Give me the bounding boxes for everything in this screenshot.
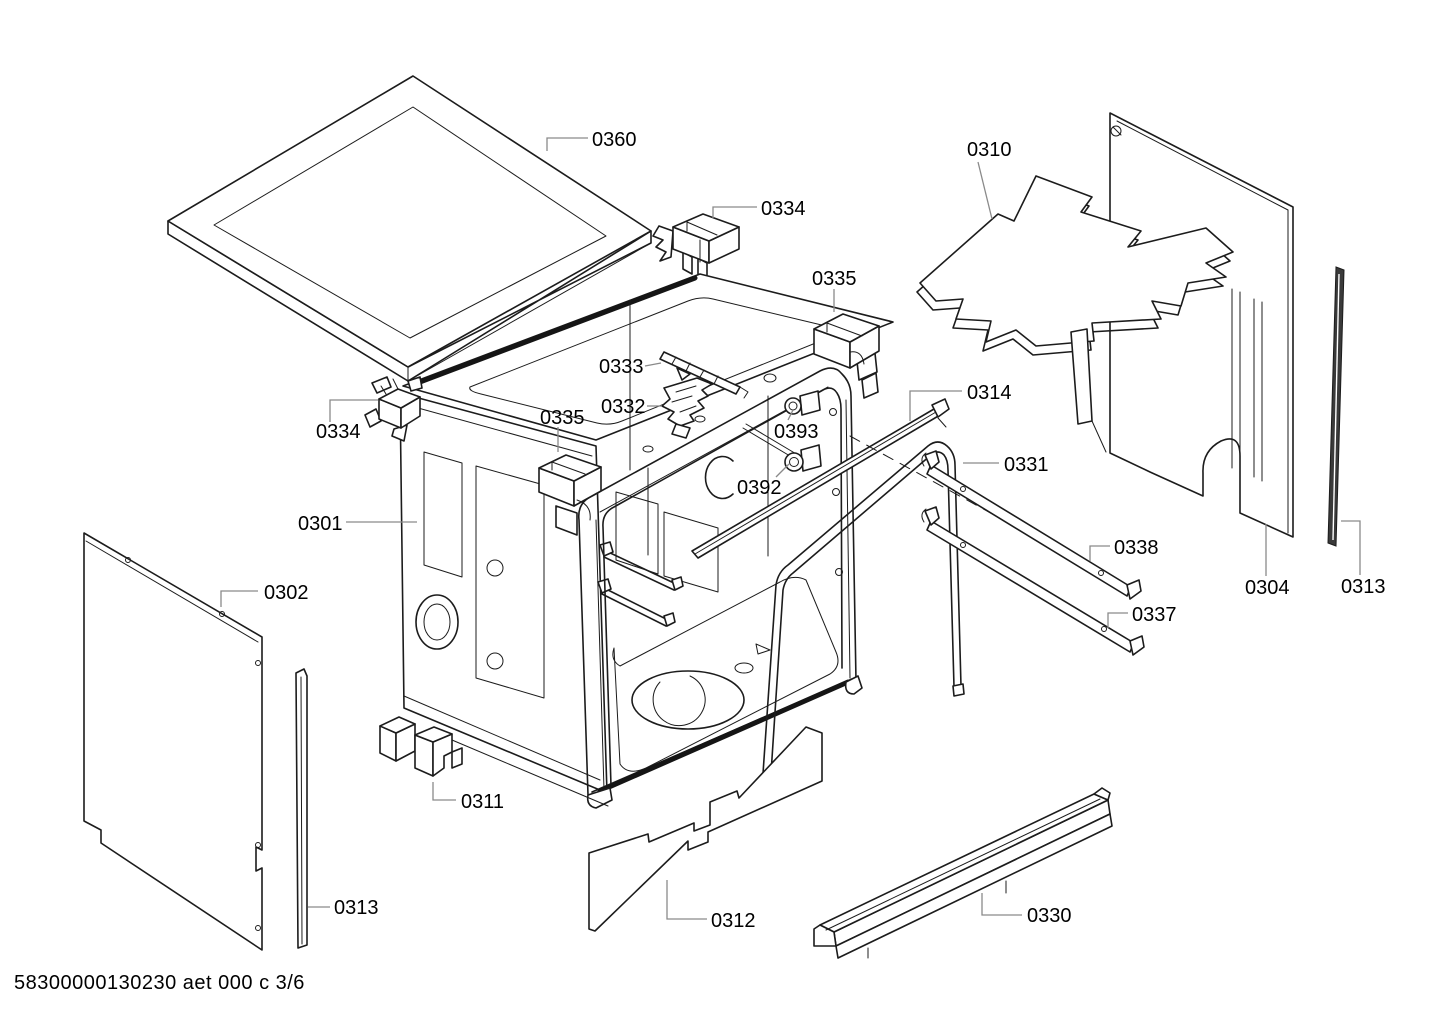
part-label-0313-left: 0313: [334, 897, 379, 919]
part-label-0333: 0333: [599, 356, 644, 378]
part-label-0393: 0393: [774, 421, 819, 443]
leader-line-0314: [909, 390, 962, 421]
part-0337-rack-rail: [921, 506, 1145, 656]
part-label-0337: 0337: [1132, 604, 1177, 626]
part-label-0330: 0330: [1027, 905, 1072, 927]
part-label-0335-right: 0335: [812, 268, 857, 290]
leader-line-0392: [775, 463, 790, 478]
part-label-0313-right: 0313: [1341, 576, 1386, 598]
part-label-0304: 0304: [1245, 577, 1290, 599]
leader-line-0302: [220, 590, 258, 607]
part-label-0392: 0392: [737, 477, 782, 499]
part-label-0332: 0332: [601, 396, 646, 418]
part-0360-worktop: [167, 75, 652, 382]
part-label-0310: 0310: [967, 139, 1012, 161]
part-label-0314: 0314: [967, 382, 1012, 404]
tub-interior: [597, 299, 839, 772]
part-label-0334-left: 0334: [316, 421, 361, 443]
leader-line-0334-left: [329, 399, 378, 422]
part-0330-base-channel: [813, 787, 1113, 959]
part-label-0301: 0301: [298, 513, 343, 535]
tub-door-frame: [577, 367, 863, 809]
part-0335-latch-right: [813, 313, 880, 399]
part-0333-fixing-strip: [659, 351, 749, 399]
part-0314-trim-bar: [691, 398, 950, 559]
part-0312-bottom-insulation: [588, 726, 823, 932]
leader-line-0313-right: [1341, 520, 1361, 575]
part-label-0331: 0331: [1004, 454, 1049, 476]
leader-line-0312: [666, 880, 707, 920]
part-0335-latch-left: [538, 454, 602, 536]
leader-line-0330: [981, 893, 1022, 916]
part-label-0338: 0338: [1114, 537, 1159, 559]
labels-layer: 0360 0334 0335 0333 0332 0334 0335 0310 0314 0393…: [220, 129, 1386, 932]
part-label-0302: 0302: [264, 582, 309, 604]
part-label-0334-top: 0334: [761, 198, 806, 220]
leader-line-0393: [787, 409, 794, 421]
leader-line-0338: [1089, 545, 1110, 561]
part-0311-base-support: [379, 716, 609, 807]
part-0313-trim-strip-left: [295, 668, 308, 949]
leader-line-0333: [644, 362, 662, 367]
part-label-0311: 0311: [461, 791, 504, 813]
leader-line-0310: [977, 161, 993, 220]
part-label-0312: 0312: [711, 910, 756, 932]
leader-line-0334-top: [712, 206, 757, 218]
part-label-0360: 0360: [592, 129, 637, 151]
leader-line-0311: [432, 782, 456, 801]
part-0392-screw: [784, 444, 822, 472]
part-0302-side-panel: [83, 532, 263, 951]
document-code: 58300000130230 aet 000 c 3/6: [14, 972, 305, 994]
part-0310-insulation-mat: [916, 175, 1234, 453]
part-0304-rear-panel: [1109, 112, 1294, 538]
part-0332-bracket: [661, 377, 713, 439]
part-0334-terminal-block: [652, 213, 740, 281]
part-0393-screw-clamp: [784, 390, 821, 416]
part-0338-rack-rail: [921, 450, 1142, 600]
part-0313-trim-strip-right: [1327, 266, 1345, 547]
leader-line-0360: [546, 137, 588, 151]
part-0334-clamp-left: [364, 376, 423, 442]
leader-line-0337: [1107, 612, 1128, 628]
part-label-0335-left: 0335: [540, 407, 585, 429]
